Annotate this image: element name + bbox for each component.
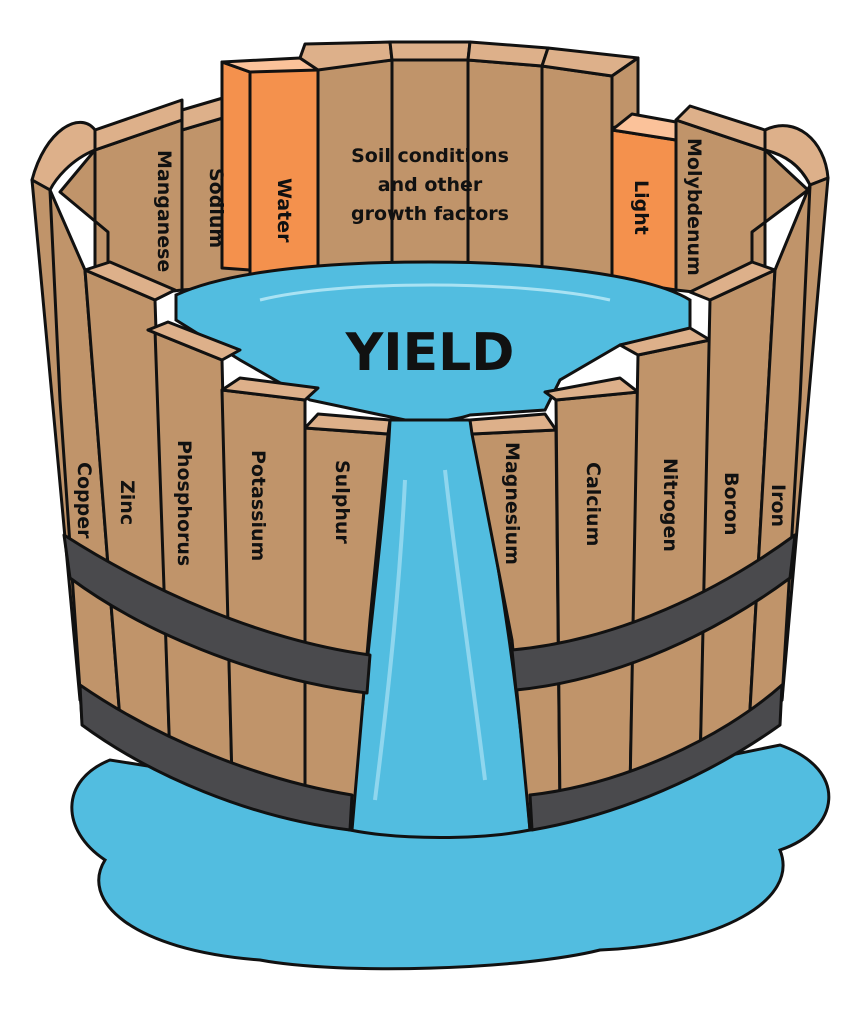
soil-conditions-line-2: and other: [378, 174, 483, 196]
stave-label-water: Water: [273, 178, 295, 243]
stave-label-phosphorus: Phosphorus: [173, 440, 195, 566]
back-staves: [93, 40, 767, 302]
barrel-hoops: [62, 533, 797, 832]
stave-label-nitrogen: Nitrogen: [659, 458, 681, 552]
lower-hoop-right: [528, 683, 784, 832]
upper-hoop-right: [510, 533, 797, 692]
soil-conditions-line-3: growth factors: [351, 203, 509, 225]
stave-label-manganese: Manganese: [153, 150, 175, 272]
waterfall-streak: [373, 479, 407, 801]
stave-label-light: Light: [630, 180, 652, 235]
stave-label-sodium: Sodium: [205, 168, 227, 248]
stave-label-boron: Boron: [720, 472, 742, 536]
stave-label-molybdenum: Molybdenum: [683, 138, 705, 276]
upper-hoop-left: [62, 533, 372, 695]
stave-label-calcium: Calcium: [582, 462, 604, 546]
lower-hoop-left: [78, 683, 354, 832]
yield-label: YIELD: [345, 323, 515, 383]
water-shine: [259, 283, 611, 302]
stave-label-iron: Iron: [767, 484, 789, 527]
stave-label-copper: Copper: [73, 462, 95, 539]
stave-label-magnesium: Magnesium: [501, 442, 523, 565]
waterfall-streak: [443, 469, 487, 781]
front-right-staves: [468, 183, 812, 832]
soil-conditions-line-1: Soil conditions: [351, 145, 509, 167]
stave-label-sulphur: Sulphur: [331, 460, 353, 544]
stave-label-potassium: Potassium: [247, 450, 269, 561]
stave-label-zinc: Zinc: [116, 480, 138, 525]
